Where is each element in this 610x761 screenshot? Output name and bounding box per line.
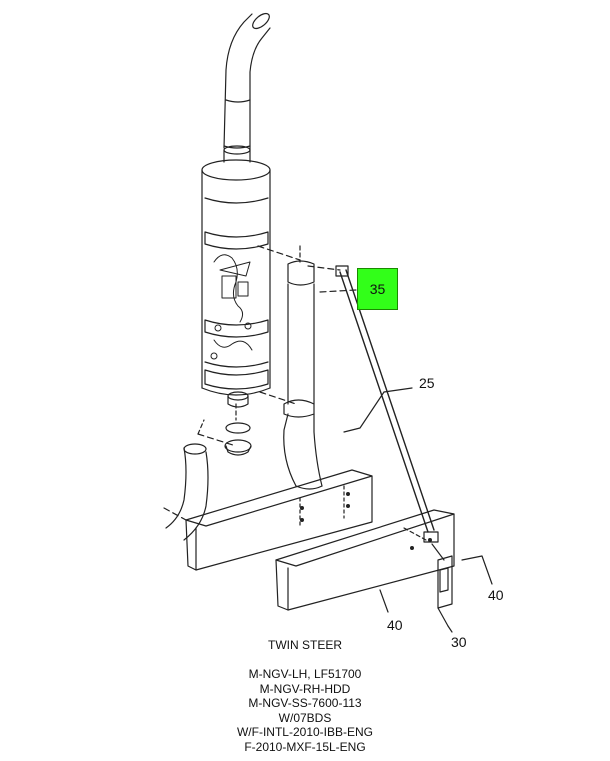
muffler-canister [201,159,271,456]
caption-list: M-NGV-LH, LF51700 M-NGV-RH-HDD M-NGV-SS-… [0,667,610,754]
caption-line: M-NGV-SS-7600-113 [248,696,362,710]
callout-35-label: 35 [369,281,386,297]
frame-rail-lower [275,509,455,611]
caption-line: M-NGV-RH-HDD [259,681,351,696]
frame-rail-upper [163,469,373,571]
caption-line: F-2010-MXF-15L-ENG [244,739,366,754]
callout-30-label: 30 [451,634,467,650]
caption-line: M-NGV-LH, LF51700 [248,667,362,681]
mounting-brackets [257,245,357,418]
callout-25-label: 25 [419,375,435,391]
caption-line: W/07BDS [278,710,332,725]
support-rod [335,265,439,543]
flex-pipe [165,419,237,541]
callout-40-right-label: 40 [488,587,504,603]
exhaust-assembly-diagram [163,12,493,633]
callout-40-bottom-label: 40 [387,617,403,633]
upright-pipe [283,245,323,490]
rod-bracket [431,543,453,627]
caption-title: TWIN STEER [268,638,342,652]
caption-line: W/F-INTL-2010-IBB-ENG [236,725,374,739]
tailpipe-stack [223,12,271,163]
callout-35-highlight[interactable]: 35 [357,268,398,310]
leader-lines [343,387,493,633]
